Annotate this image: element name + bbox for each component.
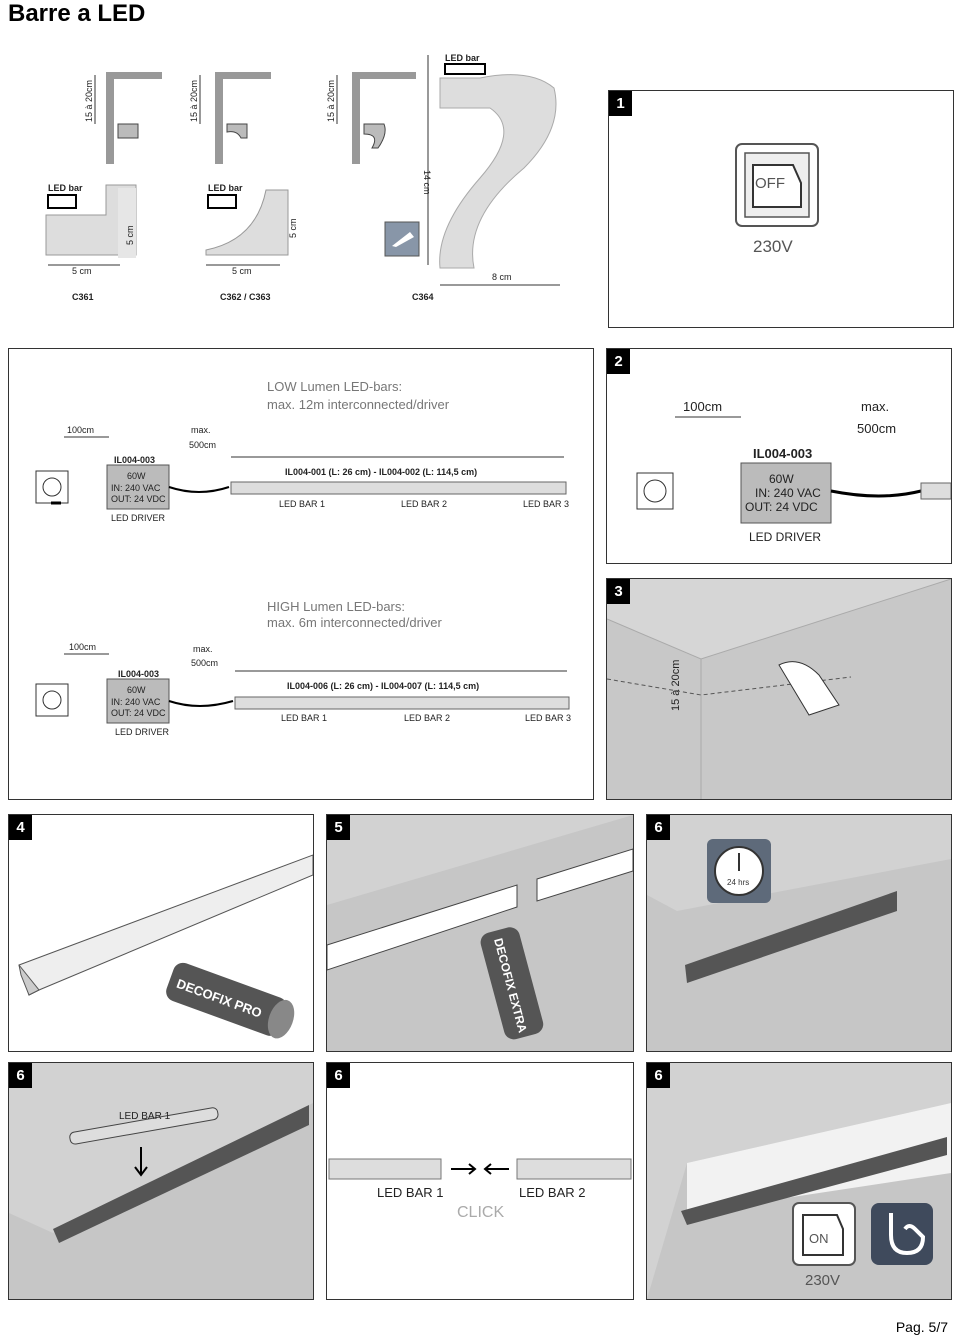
height-label-2: 15 à 20cm	[189, 80, 199, 122]
step-badge-1: 1	[609, 91, 632, 116]
high-dist-500: 500cm	[191, 658, 218, 668]
low-driver-in: IN: 240 VAC	[111, 483, 161, 493]
profile-c361-name: C361	[72, 292, 94, 302]
high-lumen-title: HIGH Lumen LED-bars:	[267, 599, 405, 614]
dim-c364-height: 14 cm	[422, 170, 432, 195]
step-badge-6b: 6	[9, 1063, 32, 1088]
profile-c364-name: C364	[412, 292, 434, 302]
bar-connect-illustration: LED BAR 1 LED BAR 2 CLICK	[328, 1158, 632, 1221]
wiring-diagrams: LOW Lumen LED-bars: max. 12m interconnec…	[35, 379, 571, 737]
low-max: max.	[191, 425, 211, 435]
high-bar-1: LED BAR 1	[281, 713, 327, 723]
p2-driver-out: OUT: 24 VDC	[745, 500, 818, 514]
step-badge-6c: 6	[327, 1063, 350, 1088]
low-bar-1: LED BAR 1	[279, 499, 325, 509]
low-driver-out: OUT: 24 VDC	[111, 494, 166, 504]
step-6b-panel: 6 LED BAR 1	[8, 1062, 314, 1300]
low-bar-refs: IL004-001 (L: 26 cm) - IL004-002 (L: 114…	[285, 467, 477, 477]
height-label-1: 15 à 20cm	[84, 80, 94, 122]
step-badge-5: 5	[327, 815, 350, 840]
high-bar-2: LED BAR 2	[404, 713, 450, 723]
step-3-panel: 3 15 à 20cm	[606, 578, 952, 800]
high-driver-label: LED DRIVER	[115, 727, 170, 737]
switch-off-icon: OFF	[735, 143, 819, 227]
step-1-panel: 1 OFF 230V	[608, 90, 954, 328]
driver-diagram: 100cm max. 500cm IL004-003 60W IN: 240 V…	[636, 399, 951, 544]
p6b-bar-label: LED BAR 1	[119, 1111, 171, 1122]
step-5-panel: 5 DECOFIX EXTRA	[326, 814, 634, 1052]
dim-c361-width: 5 cm	[72, 266, 92, 276]
glue-profile-illustration: DECOFIX PRO	[18, 854, 313, 1039]
high-driver-ref: IL004-003	[118, 669, 159, 679]
high-max: max.	[193, 644, 213, 654]
low-dist-500: 500cm	[189, 440, 216, 450]
p2-driver-in: IN: 240 VAC	[755, 486, 821, 500]
p2-max: max.	[861, 399, 889, 414]
low-driver-watt: 60W	[127, 471, 146, 481]
step-4-panel: 4 DECOFIX PRO	[8, 814, 314, 1052]
low-lumen-subtitle: max. 12m interconnected/driver	[267, 397, 450, 412]
brush-icon	[392, 232, 414, 247]
glue-extra-illustration: DECOFIX EXTRA	[327, 815, 633, 1051]
step-2-panel: 2 100cm max. 500cm IL004-003 60W IN: 240…	[606, 348, 952, 564]
ok-hand-icon	[889, 1213, 926, 1256]
low-driver-ref: IL004-003	[114, 455, 155, 465]
dim-c362-height: 5 cm	[288, 218, 298, 238]
switch-on-label: ON	[809, 1231, 829, 1246]
step-badge-3: 3	[607, 579, 630, 604]
switch-off-label: OFF	[755, 175, 785, 192]
low-dist-100: 100cm	[67, 425, 94, 435]
low-lumen-title: LOW Lumen LED-bars:	[267, 379, 402, 394]
high-driver-out: OUT: 24 VDC	[111, 708, 166, 718]
clock-hours-label: 24 hrs	[727, 878, 749, 887]
height-label-3: 15 à 20cm	[326, 80, 336, 122]
high-bar-3: LED BAR 3	[525, 713, 571, 723]
step-6d-panel: 6 ON 230V	[646, 1062, 952, 1300]
step-6c-panel: 6 LED BAR 1 LED BAR 2 CLICK	[326, 1062, 634, 1300]
click-label: CLICK	[457, 1204, 504, 1221]
led-bar-label-1: LED bar	[48, 183, 83, 193]
p2-dist-500: 500cm	[857, 421, 896, 436]
voltage-label: 230V	[753, 237, 793, 256]
low-bar-2: LED BAR 2	[401, 499, 447, 509]
step-badge-4: 4	[9, 815, 32, 840]
step-badge-6a: 6	[647, 815, 670, 840]
clock-illustration: 24 hrs	[647, 839, 951, 1051]
high-bar-refs: IL004-006 (L: 26 cm) - IL004-007 (L: 114…	[287, 681, 479, 691]
led-bar-label-3: LED bar	[445, 53, 480, 63]
high-lumen-subtitle: max. 6m interconnected/driver	[267, 615, 443, 630]
high-driver-in: IN: 240 VAC	[111, 697, 161, 707]
step-6a-panel: 6 24 hrs	[646, 814, 952, 1052]
p6c-bar-1: LED BAR 1	[377, 1185, 443, 1200]
dim-c362-width: 5 cm	[232, 266, 252, 276]
page-title: Barre a LED	[8, 0, 146, 27]
wiring-diagram-panel: LOW Lumen LED-bars: max. 12m interconnec…	[8, 348, 594, 800]
step-badge-6d: 6	[647, 1063, 670, 1088]
low-bar-3: LED BAR 3	[523, 499, 569, 509]
bar-insert-illustration: LED BAR 1	[9, 1103, 313, 1299]
profile-c362-name: C362 / C363	[220, 292, 271, 302]
p2-driver-ref: IL004-003	[753, 446, 812, 461]
p6c-bar-2: LED BAR 2	[519, 1185, 585, 1200]
p3-height: 15 à 20cm	[670, 660, 682, 711]
p2-driver-label: LED DRIVER	[749, 530, 821, 544]
page-number: Pag. 5/7	[895, 1319, 948, 1335]
low-driver-label: LED DRIVER	[111, 513, 166, 523]
wall-marking: 15 à 20cm	[607, 579, 951, 799]
down-arrow-icon	[134, 1147, 148, 1177]
high-driver-watt: 60W	[127, 685, 146, 695]
p2-driver-watt: 60W	[769, 472, 794, 486]
p6d-voltage: 230V	[805, 1272, 840, 1289]
led-bar-label-2: LED bar	[208, 183, 243, 193]
p2-dist-100: 100cm	[683, 399, 722, 414]
switch-on-illustration: ON 230V	[647, 1103, 951, 1299]
dim-c364-width: 8 cm	[492, 272, 512, 282]
profile-cross-sections: 15 à 20cm 15 à 20cm 15 à 20cm LED bar 5 …	[45, 53, 560, 302]
high-dist-100: 100cm	[69, 642, 96, 652]
dim-c361-height: 5 cm	[125, 225, 135, 245]
step-badge-2: 2	[607, 349, 630, 374]
